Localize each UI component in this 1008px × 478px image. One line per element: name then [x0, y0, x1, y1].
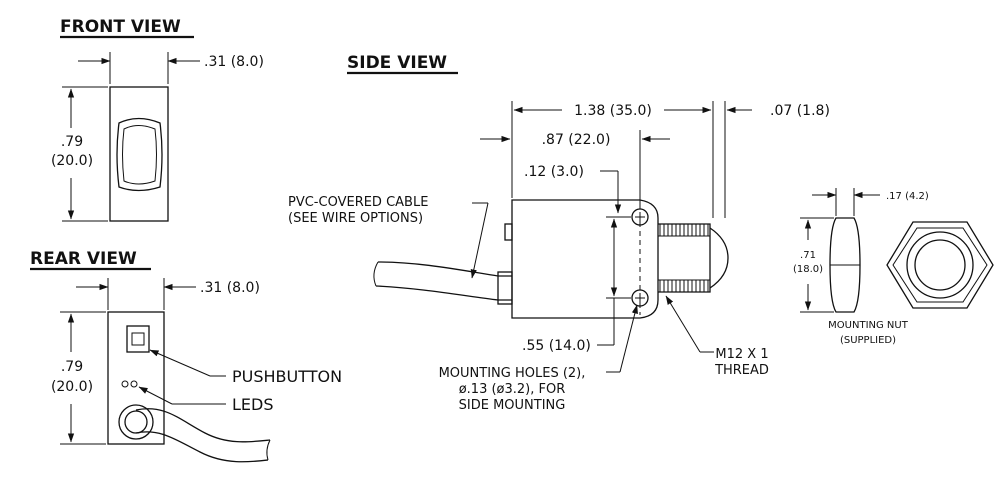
mounting-nut: .17 (4.2) .71 (18.0) MOUNTING NUT (SUPPL…: [793, 188, 994, 346]
led-1: [121, 380, 129, 388]
body-length-dim: .87 (22.0): [542, 132, 611, 148]
holes-label-line1: MOUNTING HOLES (2),: [439, 366, 586, 381]
nut-label-line1: MOUNTING NUT: [828, 320, 909, 331]
leds-leader: [138, 386, 173, 405]
nut-hexagon: [886, 221, 994, 309]
front-view-title: FRONT VIEW: [60, 17, 181, 37]
led-2: [130, 380, 138, 388]
cable-boss-outer: [118, 404, 154, 440]
rear-cable-lower: [135, 431, 269, 463]
front-lens-inner: [122, 125, 157, 185]
side-cable-break: [373, 261, 379, 287]
nut-bore-outer: [906, 231, 974, 299]
nut-hexagon-chamfer: [892, 227, 988, 303]
side-cable-lower: [375, 285, 512, 301]
front-height-dim-mm: (20.0): [51, 153, 93, 169]
holes-label-line3: SIDE MOUNTING: [459, 398, 566, 413]
hole-offset-dim: .12 (3.0): [524, 164, 584, 180]
overall-length-dim: 1.38 (35.0): [574, 103, 652, 119]
front-sensor-body: [109, 86, 169, 222]
cable-label-line1: PVC-COVERED CABLE: [288, 195, 428, 210]
nut-height-dim-mm: (18.0): [793, 264, 823, 275]
nut-side-outline: [829, 217, 861, 313]
cable-strain-relief: [497, 271, 513, 305]
rear-height-dim-in: .79: [61, 359, 83, 375]
lens-dome: [709, 227, 729, 289]
side-sensor-body: [511, 199, 659, 319]
nut-bore-inner: [914, 239, 966, 291]
side-pushbutton-bump: [504, 223, 513, 241]
front-lens-outer: [116, 117, 163, 192]
pushbutton-leader: [149, 349, 211, 377]
nut-height-dim-in: .71: [800, 250, 816, 261]
rear-cable-upper: [135, 408, 271, 443]
pushbutton-inner: [131, 332, 145, 346]
thread-label-line2: THREAD: [714, 363, 769, 378]
hole-spacing-dim: .55 (14.0): [522, 338, 591, 354]
rear-height-dim-mm: (20.0): [51, 379, 93, 395]
side-cable-upper: [377, 261, 512, 277]
thread-marks-bottom: [659, 280, 709, 292]
pushbutton-outer: [126, 325, 150, 353]
thread-leader: [665, 295, 701, 353]
rear-view-title: REAR VIEW: [30, 249, 137, 269]
front-view: FRONT VIEW .31 (8.0) .79 (20.0): [51, 17, 264, 222]
rear-width-dim: .31 (8.0): [200, 280, 260, 296]
cable-label-line2: (SEE WIRE OPTIONS): [288, 211, 423, 226]
pushbutton-label: PUSHBUTTON: [232, 367, 342, 386]
holes-label-line2: ø.13 (ø3.2), FOR: [459, 382, 566, 397]
cable-leader: [470, 202, 489, 279]
cable-boss-inner: [124, 410, 148, 434]
lens-dim: .07 (1.8): [770, 103, 830, 119]
rear-view: REAR VIEW .31 (8.0) .79 (20.0) PUSHBUT: [30, 249, 342, 463]
holes-leader: [619, 304, 638, 373]
rear-cable-break: [266, 439, 271, 461]
thread-label-line1: M12 X 1: [715, 347, 768, 362]
side-view-title: SIDE VIEW: [347, 53, 447, 73]
leds-label: LEDS: [232, 395, 274, 414]
side-view: SIDE VIEW 1.38 (: [288, 53, 830, 413]
front-width-dim: .31 (8.0): [204, 54, 264, 70]
nut-label-line2: (SUPPLIED): [840, 335, 896, 346]
front-height-dim-in: .79: [61, 134, 83, 150]
rear-sensor-body: [107, 311, 165, 445]
thread-marks-top: [659, 224, 709, 236]
nut-thickness-dim: .17 (4.2): [886, 191, 929, 202]
